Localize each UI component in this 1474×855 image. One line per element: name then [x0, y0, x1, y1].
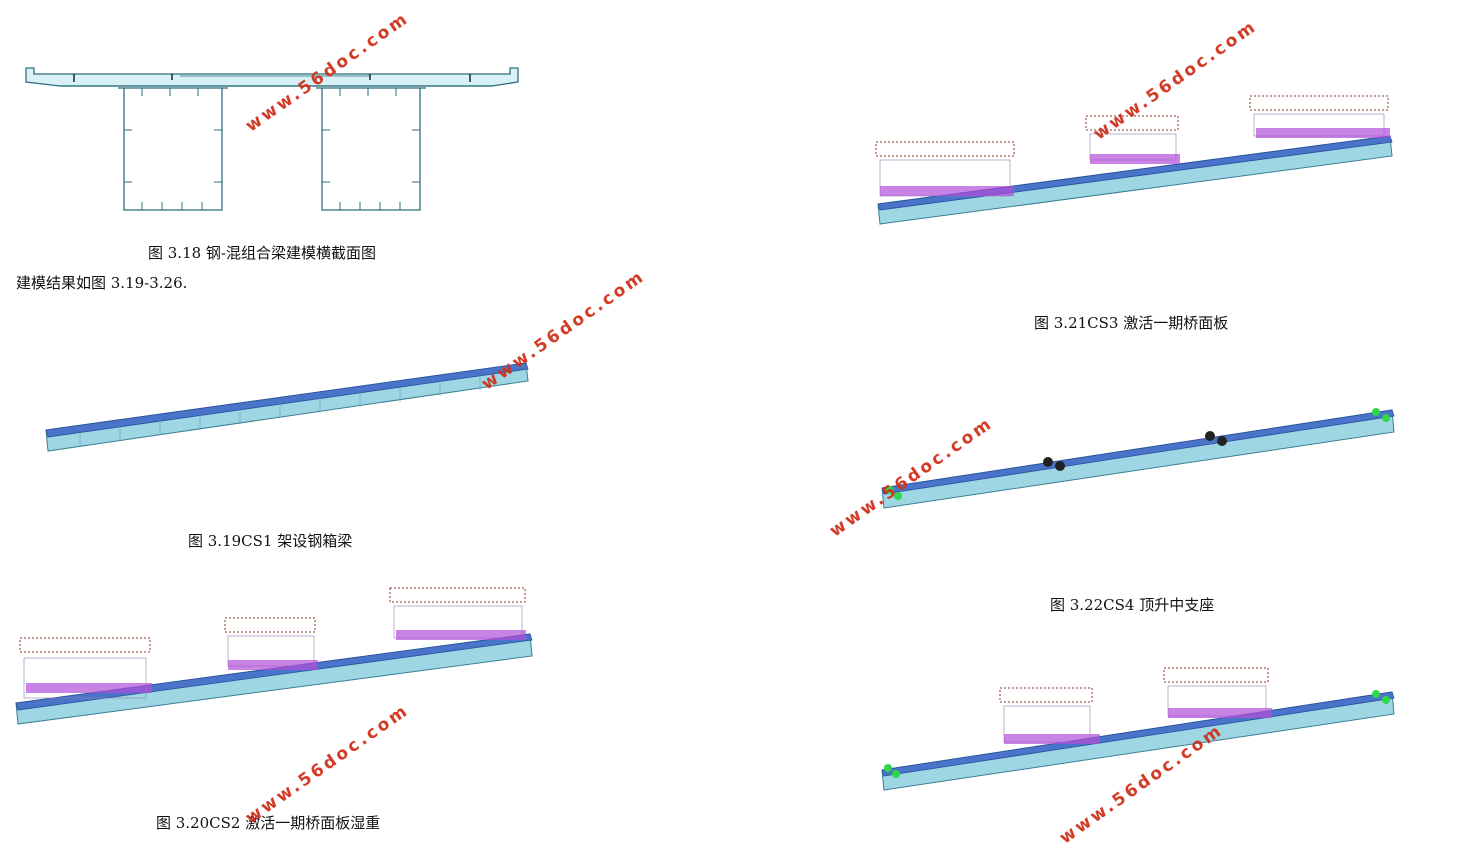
girder-model-cs4	[881, 408, 1395, 509]
figure-3-18-cross-section	[20, 60, 530, 220]
caption-figure-3-18: 图 3.18 钢-混组合梁建模横截面图	[148, 244, 377, 262]
figure-3-20-wet-weight	[10, 578, 540, 728]
cross-section-drawing	[25, 67, 519, 211]
caption-figure-3-21: 图 3.21CS3 激活一期桥面板	[1034, 314, 1229, 332]
caption-figure-3-19: 图 3.19CS1 架设钢箱梁	[188, 532, 353, 550]
figure-3-23-model	[876, 662, 1406, 802]
figure-3-22-jack-support	[876, 400, 1406, 520]
caption-figure-3-20: 图 3.20CS2 激活一期桥面板湿重	[156, 814, 381, 832]
girder-model-cs2	[15, 587, 533, 725]
support-markers	[886, 408, 1390, 500]
body-paragraph: 建模结果如图 3.19-3.26.	[16, 274, 188, 292]
girder-model-cs5	[881, 667, 1395, 791]
figure-3-21-deck-activation	[872, 92, 1402, 232]
figure-3-19-steel-box-girder	[40, 355, 540, 465]
girder-model-cs1	[45, 362, 529, 452]
caption-figure-3-22: 图 3.22CS4 顶升中支座	[1050, 596, 1215, 614]
girder-model-cs3	[875, 95, 1393, 225]
watermark-3: www.56doc.com	[478, 266, 650, 395]
